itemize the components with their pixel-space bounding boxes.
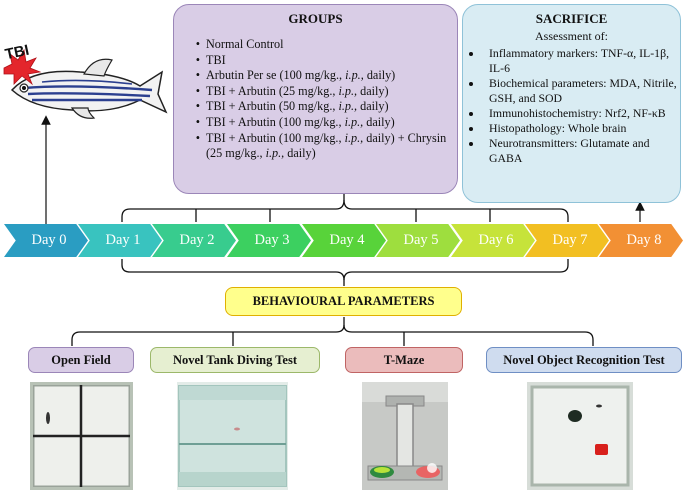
sacrifice-title: SACRIFICE bbox=[535, 11, 608, 26]
sacrifice-list: Inflammatory markers: TNF-α, IL-1β, IL-6… bbox=[471, 46, 683, 166]
day-6-label: Day 6 bbox=[478, 232, 514, 248]
t-maze-photo bbox=[362, 382, 448, 490]
day-7-label: Day 7 bbox=[552, 232, 588, 248]
test-novel-tank-diving: Novel Tank Diving Test bbox=[150, 347, 320, 373]
day-4-arrow: Day 4 bbox=[302, 224, 386, 257]
zebrafish-illustration bbox=[3, 48, 168, 119]
group-item: Arbutin Per se (100 mg/kg., i.p., daily) bbox=[200, 68, 462, 84]
test-label: Open Field bbox=[51, 352, 111, 367]
group-item: TBI bbox=[200, 53, 462, 69]
behavioural-parameters-box: BEHAVIOURAL PARAMETERS bbox=[225, 287, 462, 316]
sacrifice-box: SACRIFICE Assessment of: Inflammatory ma… bbox=[462, 4, 681, 203]
behavioural-title: BEHAVIOURAL PARAMETERS bbox=[252, 294, 435, 308]
assessment-item: Histopathology: Whole brain bbox=[483, 121, 683, 136]
test-novel-object-recognition: Novel Object Recognition Test bbox=[486, 347, 682, 373]
day-0-label: Day 0 bbox=[31, 232, 67, 248]
groups-list: Normal Control TBI Arbutin Per se (100 m… bbox=[188, 37, 462, 162]
day-8-label: Day 8 bbox=[626, 232, 662, 248]
day-6-arrow: Day 6 bbox=[451, 224, 535, 257]
day-1-arrow: Day 1 bbox=[78, 224, 162, 257]
day-3-arrow: Day 3 bbox=[227, 224, 311, 257]
day-1-label: Day 1 bbox=[105, 232, 141, 248]
test-open-field: Open Field bbox=[28, 347, 134, 373]
assessment-item: Biochemical parameters: MDA, Nitrile, GS… bbox=[483, 76, 683, 106]
test-t-maze: T-Maze bbox=[345, 347, 463, 373]
day-2-arrow: Day 2 bbox=[152, 224, 236, 257]
test-label: T-Maze bbox=[383, 352, 425, 367]
day-2-label: Day 2 bbox=[179, 232, 215, 248]
open-field-photo bbox=[30, 382, 133, 490]
groups-title: GROUPS bbox=[288, 11, 343, 26]
day-8-arrow: Day 8 bbox=[599, 224, 683, 257]
groups-box: GROUPS Normal Control TBI Arbutin Per se… bbox=[173, 4, 458, 194]
novel-object-photo bbox=[527, 382, 633, 490]
group-item: Normal Control bbox=[200, 37, 462, 53]
group-item: TBI + Arbutin (100 mg/kg., i.p., daily) … bbox=[200, 131, 462, 162]
assessment-item: Inflammatory markers: TNF-α, IL-1β, IL-6 bbox=[483, 46, 683, 76]
day-4-label: Day 4 bbox=[329, 232, 365, 248]
day-3-label: Day 3 bbox=[254, 232, 290, 248]
test-label: Novel Object Recognition Test bbox=[503, 352, 665, 367]
group-item: TBI + Arbutin (100 mg/kg., i.p., daily) bbox=[200, 115, 462, 131]
group-item: TBI + Arbutin (50 mg/kg., i.p., daily) bbox=[200, 99, 462, 115]
group-item: TBI + Arbutin (25 mg/kg., i.p., daily) bbox=[200, 84, 462, 100]
test-label: Novel Tank Diving Test bbox=[172, 352, 297, 367]
novel-tank-photo bbox=[177, 382, 288, 490]
assessment-item: Neurotransmitters: Glutamate and GABA bbox=[483, 136, 683, 166]
day-7-arrow: Day 7 bbox=[525, 224, 609, 257]
day-5-arrow: Day 5 bbox=[376, 224, 460, 257]
sacrifice-subtitle: Assessment of: bbox=[535, 29, 608, 43]
day-5-label: Day 5 bbox=[403, 232, 439, 248]
day-0-arrow: Day 0 bbox=[4, 224, 88, 257]
assessment-item: Immunohistochemistry: Nrf2, NF-κB bbox=[483, 106, 683, 121]
